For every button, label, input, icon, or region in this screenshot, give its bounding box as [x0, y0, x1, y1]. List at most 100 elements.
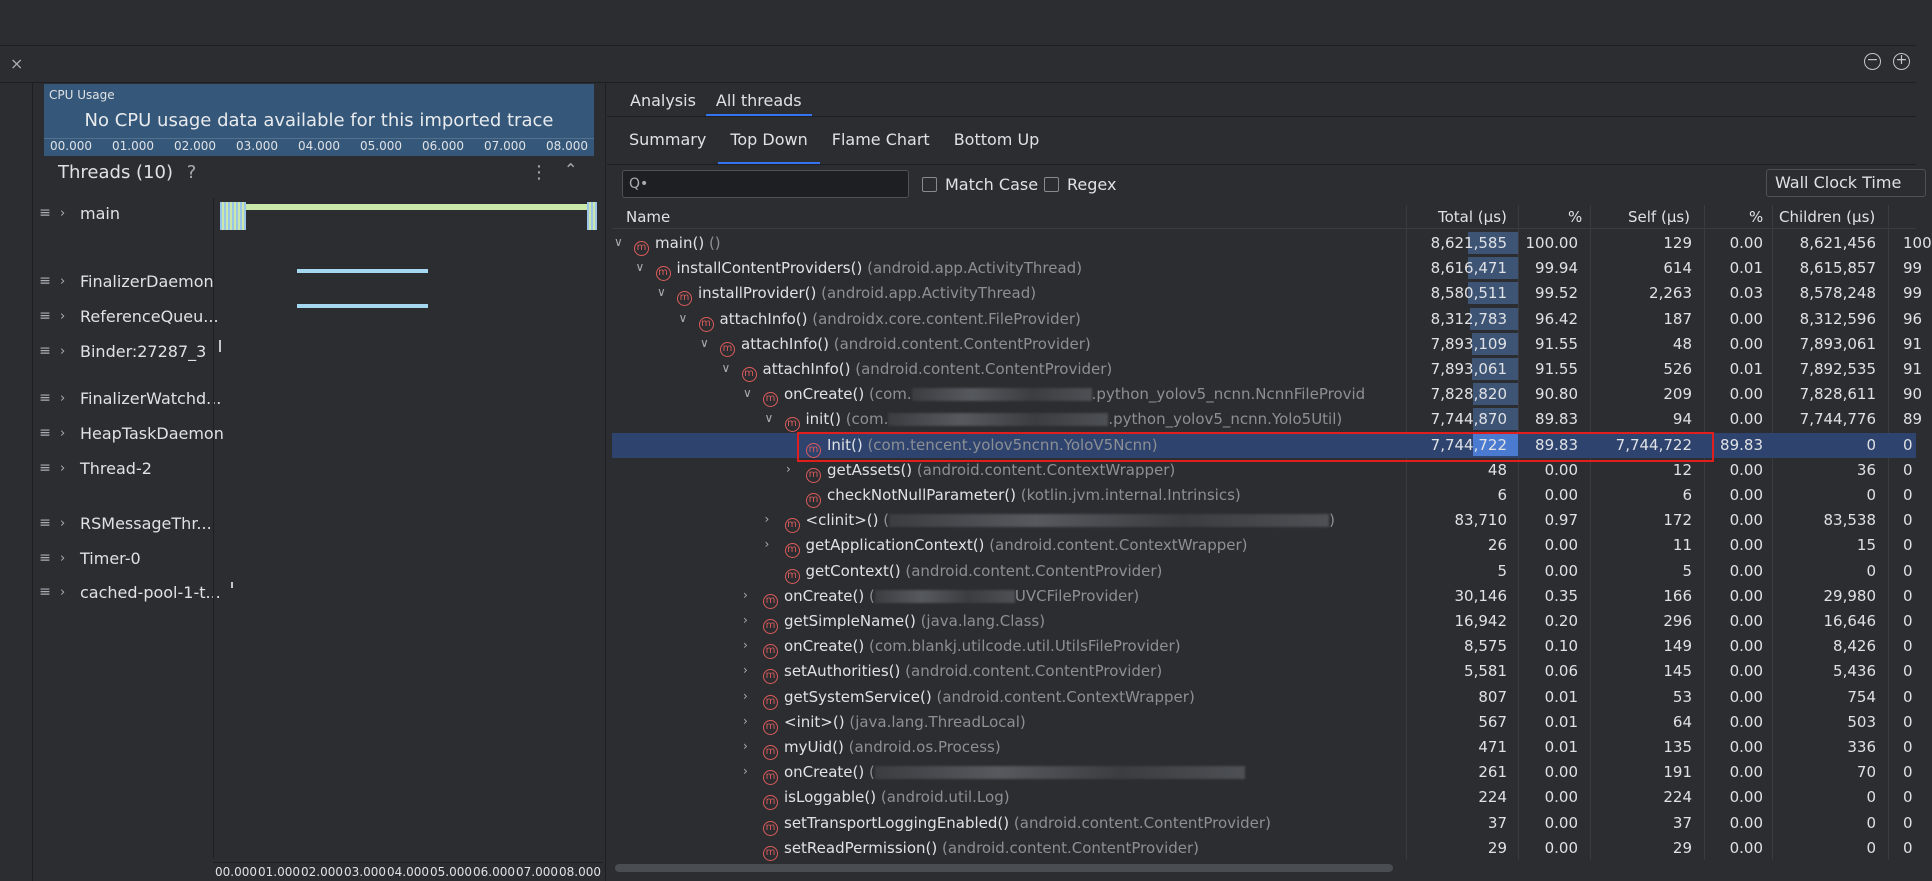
chevron-down-icon[interactable]: ∨: [721, 361, 731, 375]
chevron-right-icon[interactable]: ›: [60, 515, 66, 531]
thread-row[interactable]: ≡›Binder:27287_3: [36, 340, 206, 362]
more-icon[interactable]: ⋮: [530, 162, 548, 183]
thread-row[interactable]: ≡›RSMessageThr...: [36, 512, 212, 534]
tab-top-down[interactable]: Top Down: [718, 128, 820, 165]
thread-row[interactable]: ≡›Thread-2: [36, 457, 152, 479]
chevron-right-icon[interactable]: ›: [743, 739, 748, 753]
thread-filter-icon[interactable]: ≡: [39, 550, 51, 566]
chevron-down-icon[interactable]: ∨: [678, 310, 688, 325]
chevron-down-icon[interactable]: ∨: [635, 260, 645, 275]
method-package: (android.content.ContentProvider): [833, 334, 1091, 353]
chevron-right-icon[interactable]: ›: [743, 713, 748, 728]
thread-row[interactable]: ≡›ReferenceQueu...: [36, 305, 218, 327]
tab-flame-chart[interactable]: Flame Chart: [831, 130, 930, 149]
chevron-right-icon[interactable]: ›: [743, 764, 748, 779]
thread-filter-icon[interactable]: ≡: [39, 343, 51, 359]
search-input[interactable]: Q•: [622, 170, 909, 198]
help-icon[interactable]: ?: [186, 162, 197, 183]
chevron-down-icon[interactable]: ∨: [700, 335, 709, 350]
clock-type-select[interactable]: Wall Clock Time: [1766, 169, 1926, 197]
thread-filter-icon[interactable]: ≡: [39, 425, 51, 441]
chevron-down-icon[interactable]: ∨: [657, 285, 666, 300]
chevron-right-icon[interactable]: ›: [786, 461, 791, 476]
thread-row[interactable]: ≡›Timer-0: [36, 547, 141, 569]
thread-row[interactable]: ≡›HeapTaskDaemon: [36, 422, 224, 444]
column-header[interactable]: Self (μs): [1628, 208, 1691, 226]
column-header[interactable]: Total (μs): [1438, 208, 1507, 226]
thread-filter-icon[interactable]: ≡: [39, 584, 51, 600]
chevron-right-icon[interactable]: ›: [60, 390, 66, 406]
column-header[interactable]: Name: [626, 208, 671, 226]
chevron-right-icon[interactable]: ›: [60, 584, 66, 600]
chevron-right-icon[interactable]: ›: [743, 638, 748, 653]
chevron-right-icon[interactable]: ›: [743, 587, 748, 602]
regex-box[interactable]: [1044, 177, 1059, 192]
thread-filter-icon[interactable]: ≡: [39, 308, 51, 324]
chevron-right-icon[interactable]: ›: [743, 688, 748, 703]
horizontal-scrollbar[interactable]: [615, 864, 1393, 872]
plus-circle-icon[interactable]: +: [1893, 53, 1910, 70]
tab-analysis[interactable]: Analysis: [630, 91, 696, 110]
tab-bottom-up[interactable]: Bottom Up: [953, 130, 1040, 149]
column-header[interactable]: Children (μs): [1779, 208, 1876, 226]
thread-filter-icon[interactable]: ≡: [39, 205, 51, 221]
column-header[interactable]: %: [1749, 208, 1764, 226]
chevron-right-icon[interactable]: ›: [743, 663, 748, 678]
chevron-right-icon[interactable]: ›: [60, 273, 66, 289]
tab-all-threads[interactable]: All threads: [705, 90, 812, 116]
thread-row[interactable]: ≡›FinalizerWatchd...: [36, 387, 221, 409]
chevron-down-icon[interactable]: ∨: [743, 386, 752, 401]
collapse-icon[interactable]: ⌃: [564, 160, 578, 179]
match-case-checkbox[interactable]: Match Case: [922, 175, 1038, 194]
close-icon[interactable]: ⨯: [10, 54, 24, 73]
thread-row[interactable]: ≡›cached-pool-1-t...: [36, 581, 221, 603]
tab-summary[interactable]: Summary: [629, 130, 707, 149]
chevron-right-icon[interactable]: ›: [60, 343, 66, 359]
chevron-right-icon[interactable]: ›: [764, 537, 770, 552]
minus-circle-icon[interactable]: −: [1864, 53, 1881, 70]
thread-filter-icon[interactable]: ≡: [39, 273, 51, 289]
chevron-right-icon[interactable]: ›: [60, 205, 66, 221]
chevron-right-icon[interactable]: ›: [60, 308, 66, 324]
match-case-box[interactable]: [922, 177, 937, 192]
thread-filter-icon[interactable]: ≡: [39, 390, 51, 406]
thread-filter-icon[interactable]: ≡: [39, 460, 51, 476]
chevron-down-icon[interactable]: ∨: [614, 235, 623, 249]
thread-row[interactable]: ≡›FinalizerDaemon: [36, 270, 214, 292]
chevron-right-icon[interactable]: ›: [60, 460, 66, 476]
chevron-right-icon[interactable]: ›: [764, 512, 770, 527]
thread-row[interactable]: ≡›main: [36, 202, 120, 224]
chevron-right-icon[interactable]: ›: [60, 425, 66, 441]
chevron-down-icon[interactable]: ∨: [764, 411, 774, 426]
chevron-right-icon[interactable]: ›: [60, 550, 66, 566]
column-header[interactable]: %: [1568, 208, 1583, 226]
thread-filter-icon[interactable]: ≡: [39, 515, 51, 531]
regex-checkbox[interactable]: Regex: [1044, 175, 1116, 194]
chevron-right-icon[interactable]: ›: [743, 613, 748, 627]
